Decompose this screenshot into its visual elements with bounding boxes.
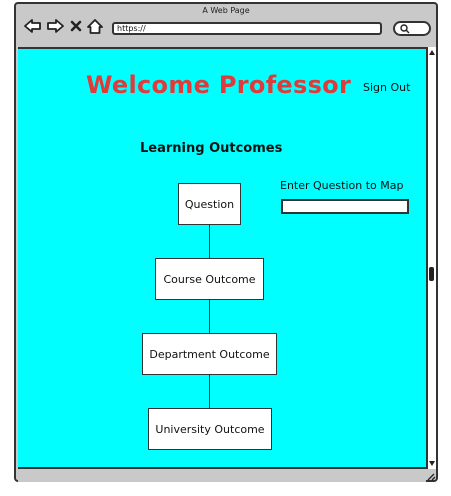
hierarchy-connector: [209, 225, 210, 258]
scroll-up-icon[interactable]: [428, 48, 436, 56]
learning-outcomes-heading: Learning Outcomes: [140, 141, 283, 156]
page-content: Welcome Professor Sign Out Learning Outc…: [18, 47, 426, 469]
question-map-input[interactable]: [281, 199, 409, 214]
sign-out-link[interactable]: Sign Out: [363, 81, 411, 94]
question-box[interactable]: Question: [178, 183, 241, 225]
page-title: Welcome Professor: [86, 71, 352, 99]
forward-icon[interactable]: [46, 17, 64, 35]
browser-search-field[interactable]: [393, 21, 431, 36]
course-outcome-box[interactable]: Course Outcome: [155, 258, 264, 300]
department-outcome-box[interactable]: Department Outcome: [142, 333, 277, 375]
university-outcome-box[interactable]: University Outcome: [148, 408, 272, 450]
vertical-scrollbar[interactable]: [426, 47, 436, 469]
url-bar[interactable]: https://: [112, 22, 382, 35]
scrollbar-thumb[interactable]: [429, 267, 434, 281]
scroll-down-icon[interactable]: [428, 460, 436, 468]
hierarchy-connector: [209, 375, 210, 408]
status-bar: [18, 469, 426, 482]
question-map-label: Enter Question to Map: [280, 179, 404, 192]
close-icon[interactable]: [69, 17, 83, 35]
hierarchy-connector: [209, 300, 210, 333]
resize-grip-icon[interactable]: [424, 471, 436, 481]
home-icon[interactable]: [86, 17, 104, 35]
browser-window: A Web Page https:// Welcome Professor Si…: [14, 2, 438, 482]
search-icon: [400, 24, 410, 34]
back-icon[interactable]: [24, 17, 42, 35]
window-title: A Web Page: [202, 6, 250, 15]
